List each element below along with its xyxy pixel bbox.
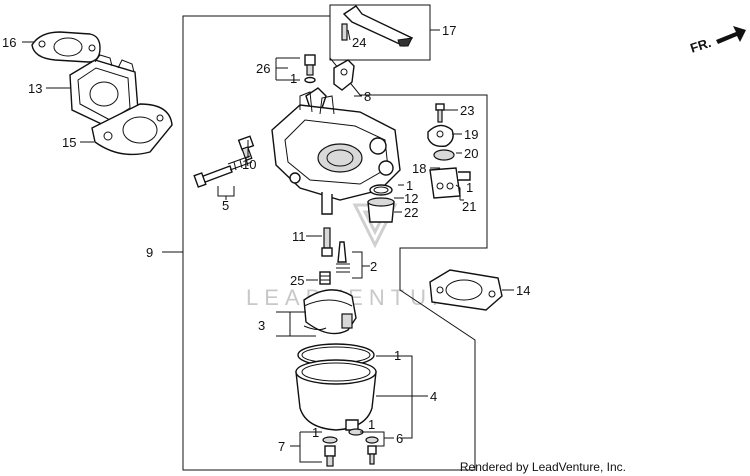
label-13: 13 (28, 81, 42, 96)
part-throttle-lever-17 (341, 5, 414, 47)
part-gasket-14 (429, 269, 503, 311)
label-1-washer-top: 1 (290, 71, 297, 86)
label-8: 8 (364, 89, 371, 104)
label-19: 19 (464, 127, 478, 142)
label-21: 21 (462, 199, 476, 214)
label-23: 23 (460, 103, 474, 118)
label-1-right: 1 (406, 178, 413, 193)
label-2: 2 (370, 259, 377, 274)
part-pilot-screw-10 (237, 135, 255, 162)
label-4: 4 (430, 389, 437, 404)
leader-lines (22, 29, 514, 463)
label-7: 7 (278, 439, 285, 454)
part-solenoid-18 (429, 167, 471, 199)
part-throttle-stop-screw-5 (193, 155, 253, 188)
label-25: 25 (290, 273, 304, 288)
part-float-3 (303, 289, 357, 335)
label-10: 10 (242, 157, 256, 172)
arrow-icon (716, 26, 746, 44)
label-3: 3 (258, 318, 265, 333)
fr-label: FR. (688, 35, 713, 56)
part-drain-bolt-7 (322, 436, 338, 467)
render-credit: Rendered by LeadVenture, Inc. (459, 460, 626, 474)
part-gasket-16 (31, 31, 101, 63)
part-carburetor-body (271, 91, 401, 215)
label-5: 5 (222, 198, 229, 213)
label-24: 24 (352, 35, 366, 50)
label-22: 22 (404, 205, 418, 220)
part-washer-20 (433, 149, 455, 161)
label-20: 20 (464, 146, 478, 161)
label-1-bowl: 1 (394, 348, 401, 363)
part-oring-12 (369, 184, 393, 196)
label-1-solenoid: 1 (466, 180, 473, 195)
label-26: 26 (256, 61, 270, 76)
label-15: 15 (62, 135, 76, 150)
label-1-bolt: 1 (368, 417, 375, 432)
label-17: 17 (442, 23, 456, 38)
label-14: 14 (516, 283, 530, 298)
part-seat-22 (367, 197, 395, 223)
throttle-lever-box (329, 4, 431, 61)
label-11: 11 (292, 229, 306, 244)
part-screw-23 (435, 103, 445, 123)
label-18: 18 (412, 161, 426, 176)
part-screw-26 (304, 54, 316, 84)
label-12: 12 (404, 191, 418, 206)
part-float-valve-2 (336, 241, 350, 273)
label-9: 9 (146, 245, 153, 260)
part-cover-19 (427, 124, 454, 148)
part-gasket-15 (91, 103, 173, 156)
label-1-drain: 1 (312, 425, 319, 440)
front-direction-indicator: FR. (688, 26, 746, 56)
callout-labels: 16 13 15 17 24 26 1 8 10 5 1 12 22 23 19… (2, 23, 530, 454)
part-main-jet-25 (319, 271, 331, 285)
part-float-bowl-4 (295, 359, 377, 431)
label-16: 16 (2, 35, 16, 50)
label-6: 6 (396, 431, 403, 446)
part-main-nozzle-11 (321, 227, 333, 257)
